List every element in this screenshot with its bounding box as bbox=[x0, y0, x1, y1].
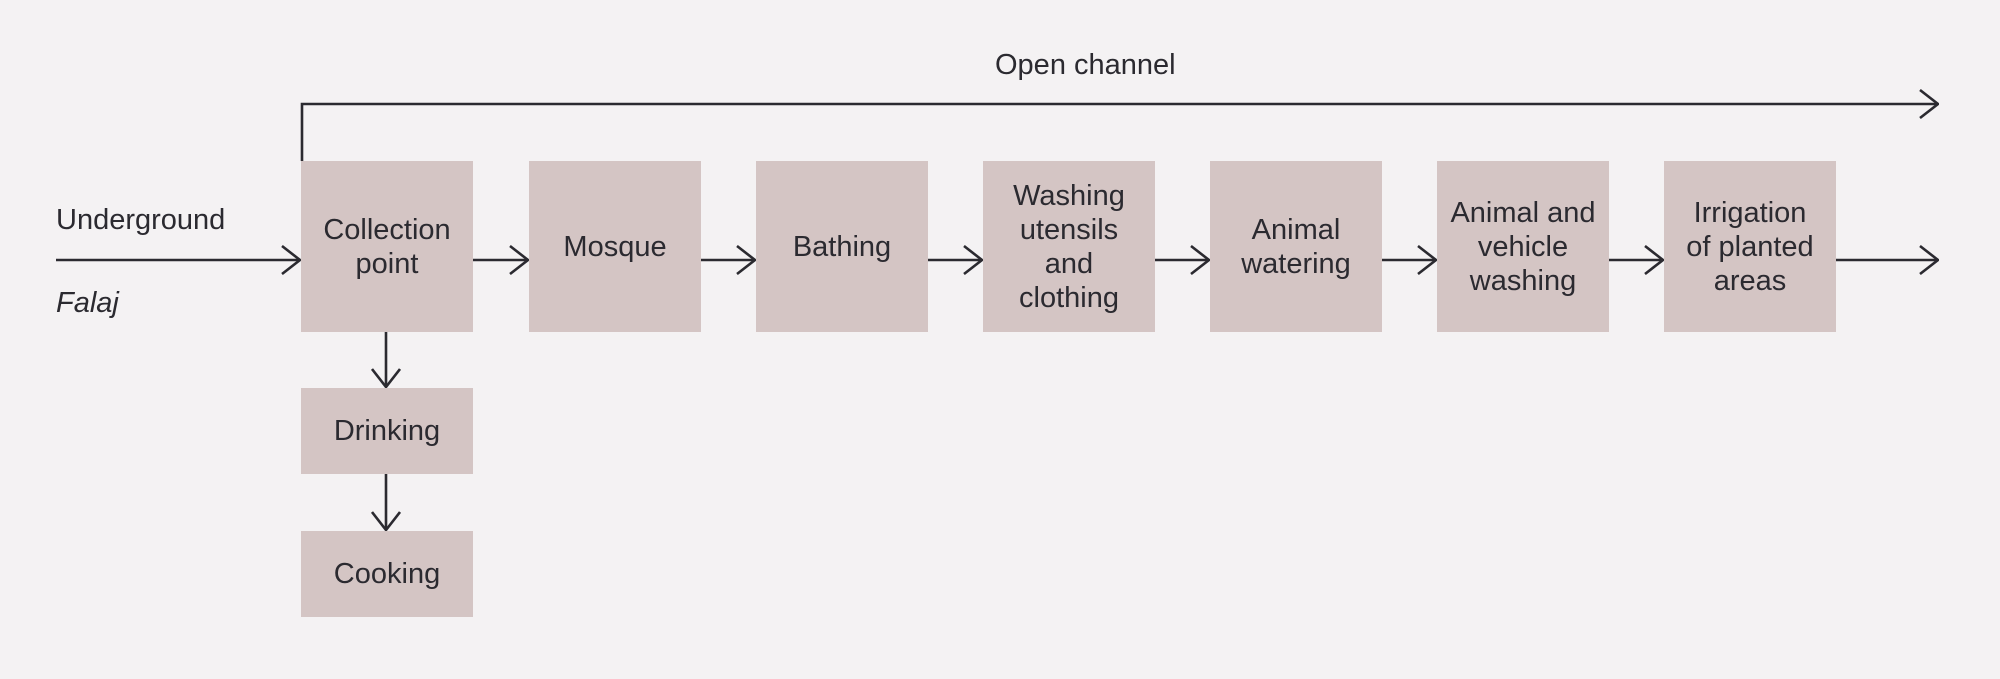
underground-label: Underground bbox=[56, 204, 226, 236]
cooking-box: Cooking bbox=[301, 531, 473, 617]
irrigation-box: Irrigation of planted areas bbox=[1664, 161, 1836, 332]
washing-utensils-box: Washing utensils and clothing bbox=[983, 161, 1155, 332]
animal-vehicle-washing-box: Animal and vehicle washing bbox=[1437, 161, 1609, 332]
open-channel-arrow bbox=[300, 104, 1938, 161]
open-channel-label: Open channel bbox=[995, 49, 1176, 81]
mosque-box: Mosque bbox=[529, 161, 701, 332]
collection-point-box: Collection point bbox=[301, 161, 473, 332]
animal-watering-box: Animal watering bbox=[1210, 161, 1382, 332]
falaj-label: Falaj bbox=[56, 287, 119, 319]
bathing-box: Bathing bbox=[756, 161, 928, 332]
drinking-box: Drinking bbox=[301, 388, 473, 474]
